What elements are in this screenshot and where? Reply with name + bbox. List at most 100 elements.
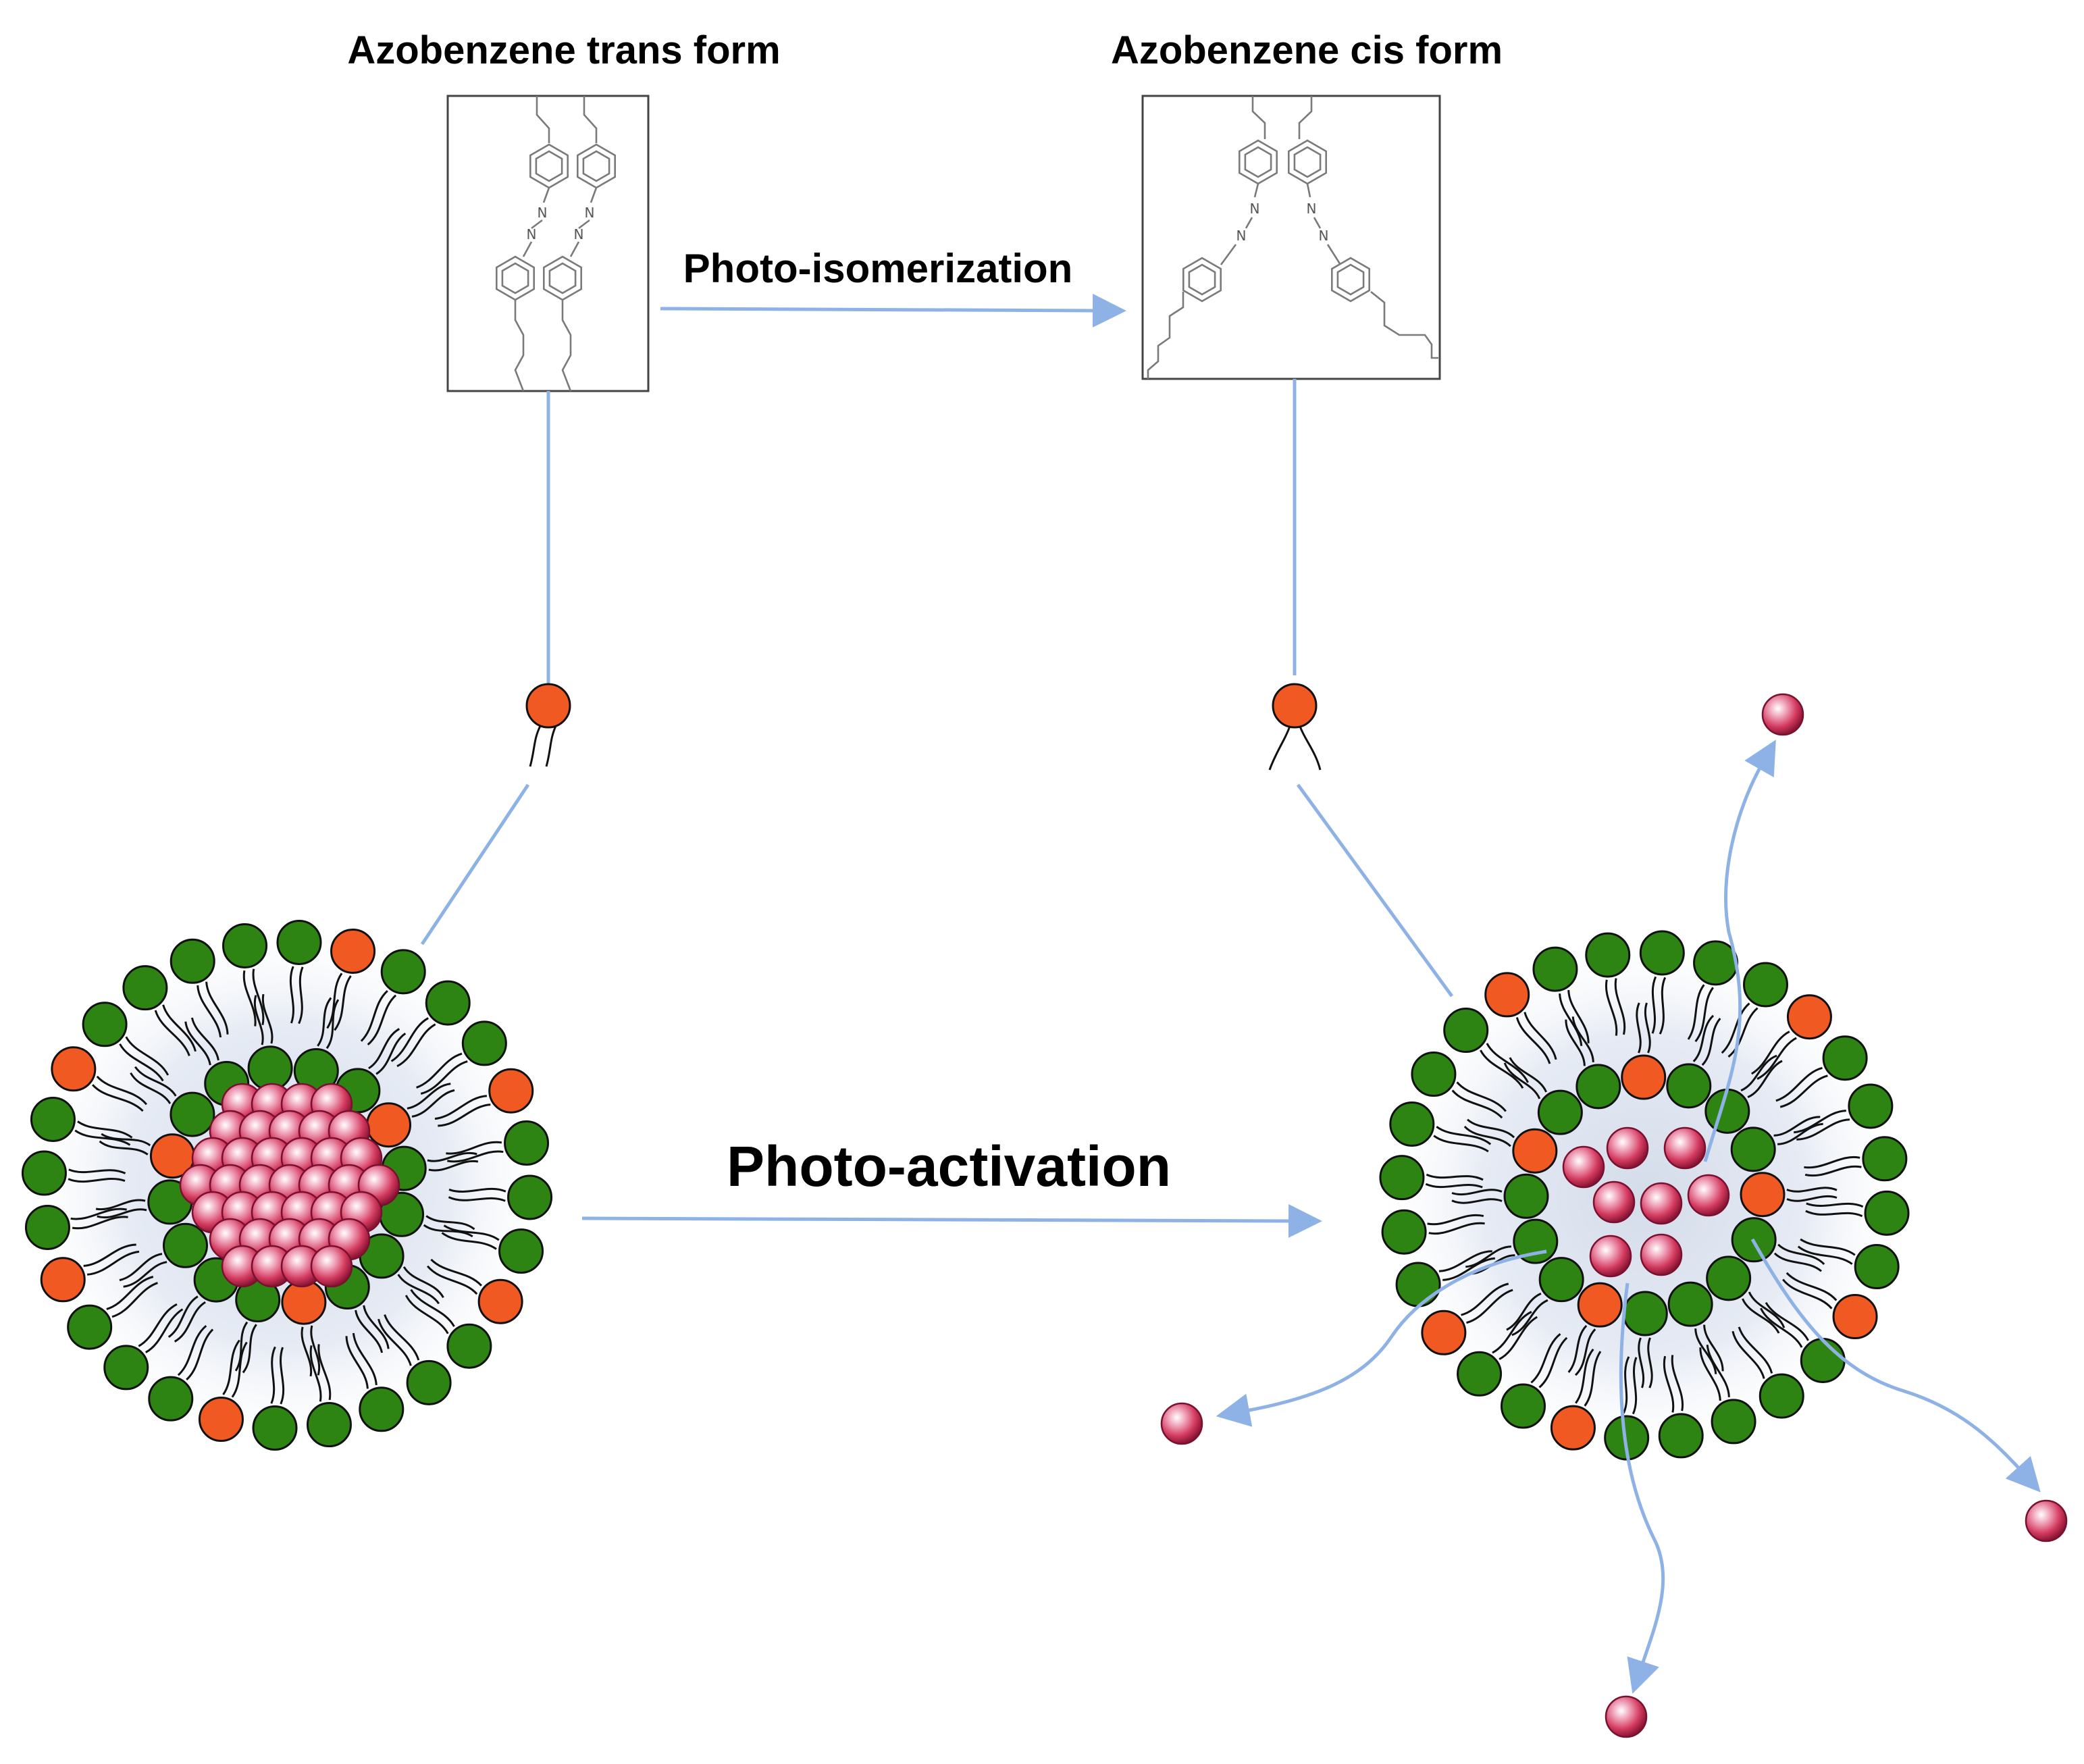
surfactant-tail [355, 1309, 384, 1353]
bond [542, 187, 550, 203]
release-arrow-right [1750, 1238, 2041, 1493]
surfactant-tail [443, 1224, 500, 1241]
surfactant-green-icon [1411, 1051, 1457, 1097]
surfactant-azo-orange-icon [366, 1102, 412, 1148]
surfactant-tail [1511, 1299, 1548, 1337]
surfactant-tail [1651, 976, 1657, 1034]
surfactant-azo-orange-icon [1740, 1172, 1786, 1218]
surfactant-tail [1794, 1110, 1846, 1134]
surfactant-tail [1748, 1291, 1786, 1328]
cargo-molecule-icon [1761, 693, 1804, 736]
surfactant-tail [1731, 1330, 1765, 1379]
surfactant-tail [234, 1321, 249, 1372]
surfactant-tail [1760, 1307, 1803, 1348]
alkyl-chain [561, 300, 572, 392]
surfactant-green-icon [446, 1323, 492, 1369]
surfactant-tail [145, 1308, 184, 1353]
surfactant-tail [222, 1339, 240, 1395]
surfactant-tail [1740, 1054, 1777, 1092]
cargo-molecule-icon [1663, 1126, 1707, 1170]
micelle-cis-releasing [1374, 925, 1914, 1465]
surfactant-green-icon [1503, 1173, 1549, 1219]
released-cargo [1160, 693, 2068, 1738]
surfactant-tail [190, 1017, 219, 1061]
surfactant-green-icon [1730, 1126, 1776, 1172]
surfactant-green-icon [1848, 1083, 1894, 1129]
surfactant-tail [1614, 978, 1626, 1035]
trans-structure-frame [446, 95, 650, 392]
surfactant-green-icon [1704, 1088, 1750, 1134]
surfactant-azo-orange-icon [1512, 1128, 1558, 1174]
surfactant-tail [1779, 1074, 1828, 1108]
surfactant-green-icon [1537, 1089, 1583, 1135]
surfactant-tail [1567, 1324, 1588, 1373]
surfactant-green-icon [24, 1204, 70, 1250]
trans-form-title: Azobenzene trans form [347, 28, 780, 72]
surfactant-tail [1663, 1355, 1675, 1413]
surfactant-tail [1466, 1289, 1513, 1324]
trans-surfactant [525, 683, 571, 767]
surfactant-tail [242, 1324, 257, 1374]
surfactant-tail [1721, 1002, 1750, 1054]
surfactant-green-icon [30, 1096, 76, 1142]
surfactant-green-icon [1800, 1337, 1846, 1383]
surfactant-tail [1644, 1002, 1651, 1054]
surfactant-green-icon [1575, 1064, 1621, 1110]
photo-activation-arrow [581, 1203, 1322, 1238]
surfactant-green-icon [1622, 1291, 1668, 1337]
surfactant-tail [197, 985, 222, 1038]
surfactant-tail [301, 1326, 313, 1377]
surfactant-tail [1538, 1337, 1568, 1389]
surfactant-tail [430, 1258, 483, 1287]
surfactant-tail [390, 1017, 429, 1062]
surfactant-tail [1428, 1222, 1485, 1235]
surfactant-tail [1773, 1116, 1821, 1137]
surfactant-tail [97, 1208, 147, 1219]
bond [522, 241, 533, 257]
surfactant-tail [1659, 977, 1667, 1035]
surfactant-azo-orange-icon [1484, 972, 1530, 1018]
surfactant-tail [1804, 1165, 1862, 1177]
surfactant-tail [1461, 1282, 1509, 1316]
azo-nitrogen: N [538, 205, 548, 221]
photo-activation-label: Photo-activation [727, 1135, 1171, 1198]
benzene-ring-inner [1244, 146, 1272, 178]
surfactant-tail [428, 1160, 479, 1172]
surfactant-tail [1773, 1252, 1822, 1272]
surfactant-tail [298, 966, 304, 1024]
surfactant-green-icon [1532, 946, 1578, 992]
surfactant-tail [1499, 1316, 1538, 1360]
surfactant-tail [1647, 1337, 1653, 1389]
surfactant-tail [134, 1066, 177, 1097]
surfactant-tail [99, 1140, 149, 1156]
cargo-molecule-icon [1605, 1695, 1648, 1738]
surfactant-tail [441, 1232, 497, 1250]
benzene-ring-inner [1293, 146, 1322, 178]
release-arrow-left [1216, 1249, 1547, 1427]
bond [590, 187, 598, 203]
surfactant-tail [1425, 1183, 1483, 1189]
surfactant-green-icon [1666, 1063, 1712, 1109]
surfactant-tail [325, 999, 340, 1049]
surfactant-green-icon [1639, 930, 1685, 976]
surfactant-tail [360, 989, 388, 1042]
surfactant-tail [426, 1265, 478, 1295]
surfactant-tail [1438, 1250, 1492, 1272]
surfactant-tail [1800, 1238, 1856, 1256]
azo-nitrogen: N [1250, 201, 1260, 217]
azo-nitrogen: N [1307, 201, 1317, 217]
surfactant-tail [1632, 1357, 1638, 1415]
surfactant-green-icon [162, 1222, 208, 1268]
surfactant-tail [154, 1010, 190, 1056]
surfactant-green-icon [1585, 932, 1631, 978]
alkyl-chain [514, 300, 525, 392]
surfactant-tail [1806, 1202, 1864, 1208]
surfactant-tail [162, 1004, 197, 1052]
alkyl-chain [583, 96, 598, 143]
surfactant-tail [1480, 1049, 1524, 1089]
surfactant-tail [1509, 1057, 1547, 1093]
cargo-molecule-icon [1562, 1145, 1605, 1189]
surfactant-tail [448, 1187, 506, 1193]
surfactant-tail [1775, 1066, 1823, 1102]
